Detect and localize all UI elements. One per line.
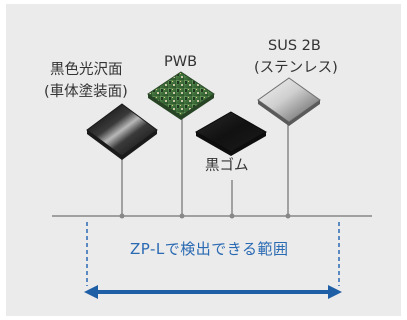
detection-range-box <box>86 222 340 286</box>
axis-dot-2 <box>179 213 185 219</box>
label-sus-1: SUS 2B <box>268 38 321 54</box>
black-glossy-sample <box>86 103 158 160</box>
detection-range-label: ZP-Lで検出できる範囲 <box>130 240 289 258</box>
axis-dot-3 <box>229 213 235 219</box>
label-black-glossy-1: 黒色光沢面 <box>50 62 123 78</box>
sus-sample <box>257 77 321 126</box>
label-pwb: PWB <box>164 54 198 70</box>
black-rubber-sample <box>194 111 268 156</box>
diagram-panel <box>6 4 401 316</box>
detection-range-arrow <box>84 285 342 299</box>
axis-dot-1 <box>119 213 125 219</box>
label-sus-2: (ステンレス) <box>254 60 338 76</box>
axis-dot-4 <box>285 213 291 219</box>
label-black-glossy-2: (車体塗装面) <box>44 84 128 100</box>
pwb-sample <box>147 71 215 120</box>
label-black-rubber: 黒ゴム <box>205 158 249 174</box>
